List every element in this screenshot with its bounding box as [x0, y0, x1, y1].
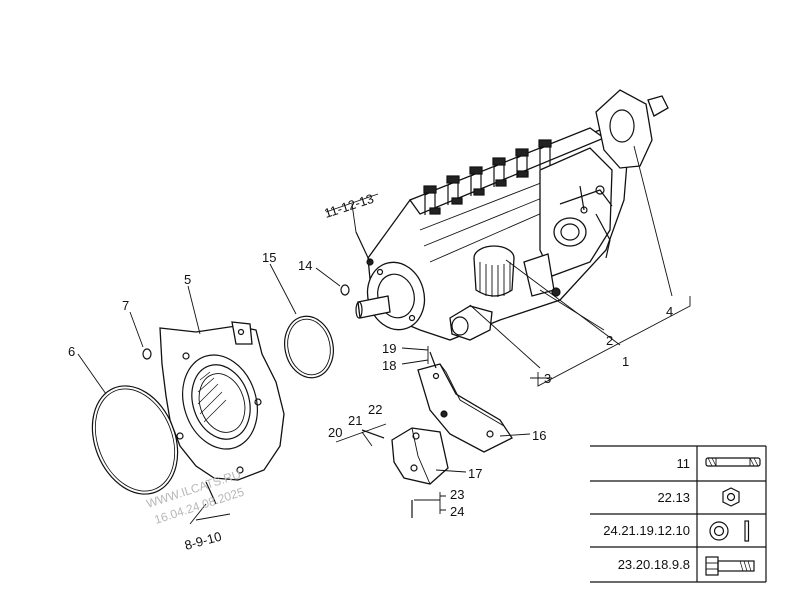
legend-row-4-label: 23.20.18.9.8	[618, 557, 690, 572]
part-5-flange-housing[interactable]	[159, 321, 285, 481]
callout-21: 21	[348, 413, 362, 428]
callout-22: 22	[368, 402, 382, 417]
callout-6: 6	[68, 344, 75, 359]
callout-3: 3	[544, 371, 551, 386]
part-15-o-ring[interactable]	[279, 312, 339, 383]
callout-2: 2	[606, 333, 613, 348]
callout-17: 17	[468, 466, 482, 481]
hex-nut-icon	[722, 487, 740, 507]
legend-row-1-label: 11	[677, 456, 691, 471]
callout-4: 4	[666, 304, 673, 319]
part-16-bracket[interactable]	[417, 363, 513, 453]
leader-lines	[77, 145, 691, 525]
fastener-legend: 11 22.13 24.21.19.12.10 23.20.18.9.8	[590, 445, 767, 583]
callout-19: 19	[382, 341, 396, 356]
callout-11-12-13: 11-12-13	[322, 191, 375, 221]
callout-24: 24	[450, 504, 464, 519]
callout-7: 7	[122, 298, 129, 313]
bolt-icon	[705, 556, 755, 576]
stud-icon	[705, 457, 761, 467]
legend-row-2-label: 22.13	[657, 490, 690, 505]
callout-23: 23	[450, 487, 464, 502]
callout-8-9-10: 8-9-10	[183, 529, 223, 553]
callout-20: 20	[328, 425, 342, 440]
callout-18: 18	[382, 358, 396, 373]
callout-14: 14	[298, 258, 312, 273]
part-17-support-bracket[interactable]	[391, 427, 449, 485]
injection-pump-assembly[interactable]	[355, 89, 669, 341]
part-7-small-o-ring[interactable]	[142, 348, 152, 360]
callout-1: 1	[622, 354, 629, 369]
part-14-seal[interactable]	[340, 284, 350, 296]
callout-15: 15	[262, 250, 276, 265]
callout-16: 16	[532, 428, 546, 443]
callout-5: 5	[184, 272, 191, 287]
legend-row-3-label: 24.21.19.12.10	[603, 523, 690, 538]
washer-icon	[709, 520, 750, 542]
